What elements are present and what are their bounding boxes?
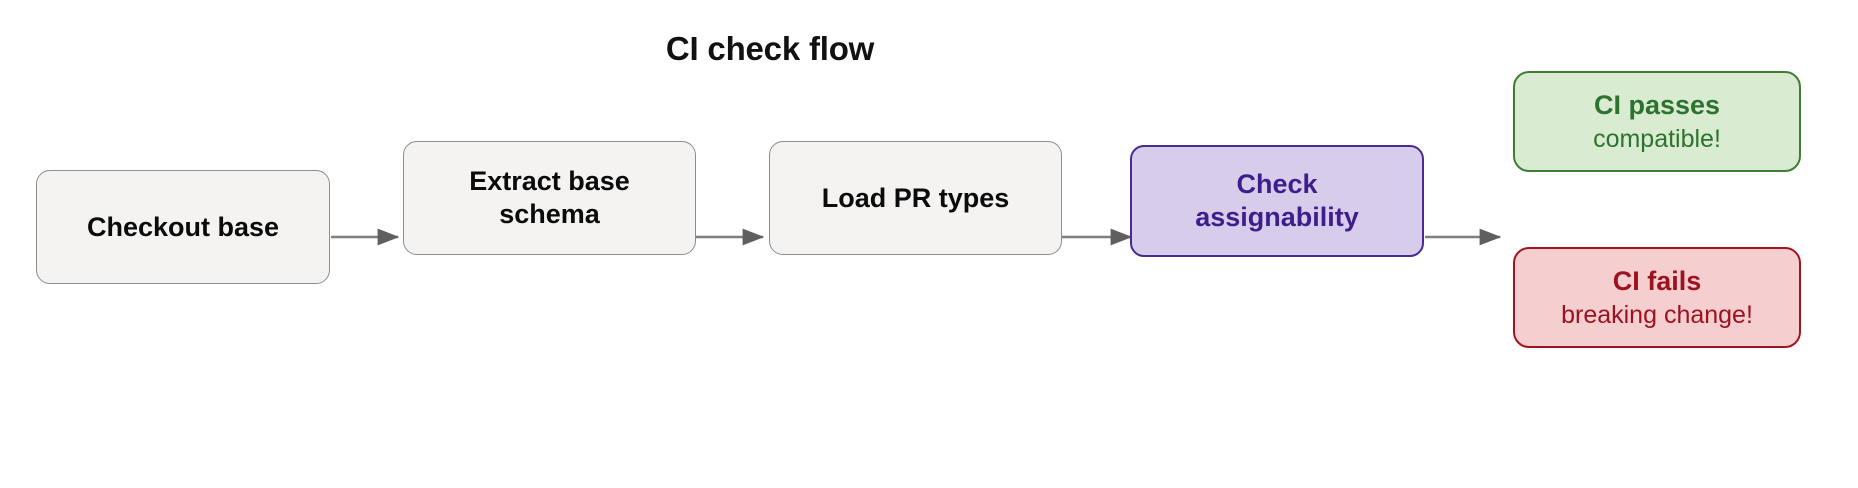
node-check-assignability[interactable]: Check assignability: [1130, 145, 1424, 257]
node-ci-fails-label: CI fails: [1612, 265, 1702, 296]
node-extract-base-schema-label-line1: Extract base: [469, 166, 630, 197]
node-ci-fails-subtext: breaking change!: [1561, 300, 1753, 329]
node-checkout-base[interactable]: Checkout base: [36, 170, 330, 284]
diagram-title: CI check flow: [665, 30, 875, 67]
node-check-assignability-label-line2: assignability: [1195, 202, 1359, 232]
node-extract-base-schema[interactable]: Extract base schema: [403, 141, 696, 255]
node-load-pr-types[interactable]: Load PR types: [769, 141, 1062, 255]
node-ci-fails[interactable]: CI fails breaking change!: [1513, 247, 1801, 348]
node-ci-passes[interactable]: CI passes compatible!: [1513, 71, 1801, 172]
node-ci-passes-label: CI passes: [1593, 89, 1721, 120]
node-load-pr-types-label: Load PR types: [821, 182, 1010, 213]
node-extract-base-schema-label-line2: schema: [499, 199, 600, 229]
node-check-assignability-label-line1: Check: [1236, 169, 1318, 200]
node-checkout-base-label: Checkout base: [86, 211, 280, 242]
node-ci-passes-subtext: compatible!: [1593, 124, 1721, 153]
